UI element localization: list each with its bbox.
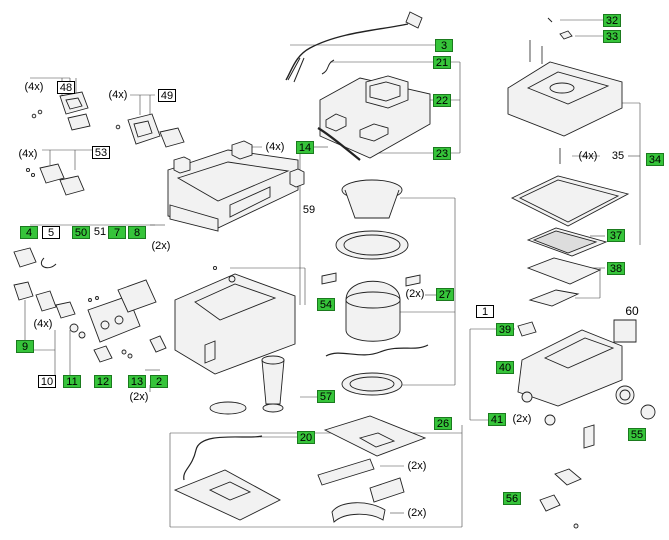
motor-assembly-drawing <box>321 179 429 396</box>
part-label-51[interactable]: 51 <box>93 226 107 238</box>
qty-26-b: (2x) <box>407 507 427 519</box>
qty-53: (4x) <box>18 148 38 160</box>
part-label-37[interactable]: 37 <box>607 229 625 242</box>
qty-14: (4x) <box>265 141 285 153</box>
qty-48: (4x) <box>24 81 44 93</box>
qty-41: (2x) <box>512 413 532 425</box>
power-cable-drawing <box>285 11 423 83</box>
part-label-50[interactable]: 50 <box>72 226 90 239</box>
cover-plate-49-drawing <box>115 113 185 148</box>
seal-strip-23-drawing <box>317 127 361 161</box>
qty-35: (4x) <box>578 150 598 162</box>
part-label-49[interactable]: 49 <box>158 89 176 102</box>
part-label-35[interactable]: 35 <box>611 150 625 162</box>
part-label-21[interactable]: 21 <box>433 56 451 69</box>
leader-lines <box>24 19 641 528</box>
cover-plate-53-drawing <box>25 163 85 196</box>
hose-and-plate-drawing <box>173 415 427 523</box>
part-label-3[interactable]: 3 <box>435 39 453 52</box>
part-label-11[interactable]: 11 <box>63 375 81 388</box>
part-label-59[interactable]: 59 <box>302 204 316 216</box>
part-label-10[interactable]: 10 <box>38 375 56 388</box>
part-label-34[interactable]: 34 <box>646 153 664 166</box>
part-label-1[interactable]: 1 <box>476 305 494 318</box>
part-label-32[interactable]: 32 <box>603 14 621 27</box>
part-label-7[interactable]: 7 <box>108 226 126 239</box>
part-label-41[interactable]: 41 <box>488 413 506 426</box>
part-label-13[interactable]: 13 <box>128 375 146 388</box>
part-label-55[interactable]: 55 <box>628 428 646 441</box>
qty-27: (2x) <box>405 288 425 300</box>
part-label-5[interactable]: 5 <box>42 226 60 239</box>
part-label-38[interactable]: 38 <box>607 262 625 275</box>
part-label-54[interactable]: 54 <box>317 298 335 311</box>
part-label-39[interactable]: 39 <box>496 323 514 336</box>
part-label-22[interactable]: 22 <box>433 94 451 107</box>
filter-element-drawing <box>209 355 285 415</box>
motor-housing-top-drawing <box>319 75 431 159</box>
qty-49: (4x) <box>108 89 128 101</box>
part-label-33[interactable]: 33 <box>603 30 621 43</box>
lower-housing-drawing <box>174 265 296 375</box>
part-label-53[interactable]: 53 <box>92 146 110 159</box>
qty-26-a: (2x) <box>407 460 427 472</box>
part-label-4[interactable]: 4 <box>20 226 38 239</box>
part-label-20[interactable]: 20 <box>297 431 315 444</box>
part-label-2[interactable]: 2 <box>150 375 168 388</box>
part-label-14[interactable]: 14 <box>296 141 314 154</box>
part-label-57[interactable]: 57 <box>317 390 335 403</box>
part-label-26[interactable]: 26 <box>434 417 452 430</box>
part-label-40[interactable]: 40 <box>496 361 514 374</box>
part-label-8[interactable]: 8 <box>128 226 146 239</box>
qty-11: (4x) <box>33 318 53 330</box>
part-label-12[interactable]: 12 <box>94 375 112 388</box>
side-panel-parts-drawing <box>13 247 167 363</box>
part-label-60[interactable]: 60 <box>625 304 639 318</box>
part-label-23[interactable]: 23 <box>433 147 451 160</box>
qty-2-lower: (2x) <box>129 391 149 403</box>
part-label-48[interactable]: 48 <box>57 81 75 94</box>
cover-plate-48-drawing <box>31 91 91 131</box>
right-column-parts-drawing <box>507 17 656 529</box>
part-label-9[interactable]: 9 <box>16 340 34 353</box>
part-label-56[interactable]: 56 <box>503 492 521 505</box>
part-label-27[interactable]: 27 <box>436 288 454 301</box>
upper-housing-frame-drawing <box>167 140 305 232</box>
qty-2-upper: (2x) <box>151 240 171 252</box>
